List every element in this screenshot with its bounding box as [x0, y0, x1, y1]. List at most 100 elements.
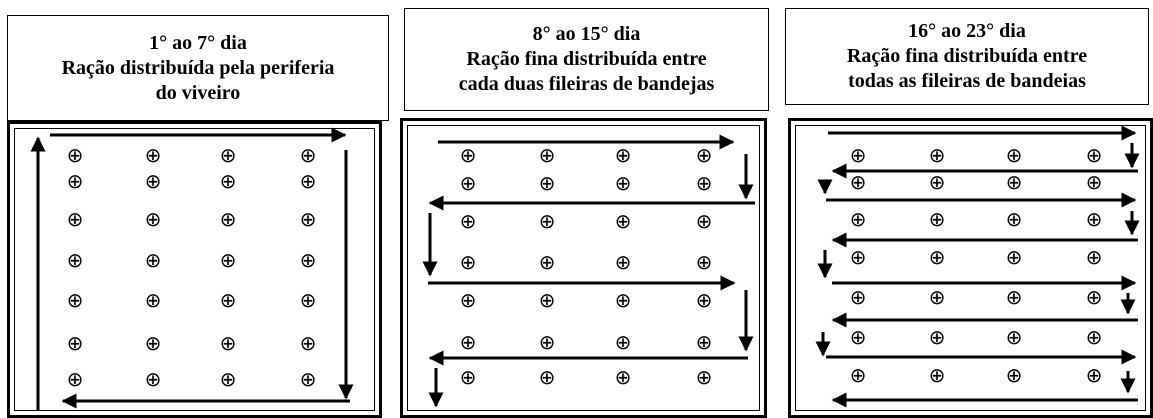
tray-icon: ⊕	[220, 143, 237, 167]
tray-icon: ⊕	[929, 207, 946, 231]
tray-icon: ⊕	[1006, 325, 1023, 349]
pond-1-frame	[7, 121, 382, 418]
tray-icon: ⊕	[1006, 285, 1023, 309]
tray-icon: ⊕	[145, 169, 162, 193]
tray-icon: ⊕	[1086, 143, 1103, 167]
tray-icon: ⊕	[460, 330, 477, 354]
tray-icon: ⊕	[1086, 285, 1103, 309]
tray-icon: ⊕	[696, 330, 713, 354]
tray-icon: ⊕	[929, 325, 946, 349]
tray-icon: ⊕	[460, 209, 477, 233]
tray-icon: ⊕	[1086, 363, 1103, 387]
tray-icon: ⊕	[1006, 143, 1023, 167]
tray-icon: ⊕	[1006, 245, 1023, 269]
tray-icon: ⊕	[460, 143, 477, 167]
panel-1-line-2: do viveiro	[155, 81, 241, 104]
panel-1-title-box: 1° ao 7° dia Ração distribuída pela peri…	[7, 15, 389, 121]
tray-icon: ⊕	[850, 207, 867, 231]
tray-icon: ⊕	[145, 207, 162, 231]
tray-icon: ⊕	[696, 365, 713, 389]
tray-icon: ⊕	[300, 207, 317, 231]
panel-1-line-1: Ração distribuída pela periferia	[61, 56, 335, 79]
tray-icon: ⊕	[929, 170, 946, 194]
panel-1-period: 1° ao 7° dia	[149, 31, 247, 54]
tray-icon: ⊕	[539, 288, 556, 312]
tray-icon: ⊕	[615, 330, 632, 354]
tray-icon: ⊕	[67, 331, 84, 355]
tray-icon: ⊕	[1086, 245, 1103, 269]
tray-icon: ⊕	[300, 169, 317, 193]
tray-icon: ⊕	[300, 143, 317, 167]
tray-icon: ⊕	[929, 143, 946, 167]
tray-icon: ⊕	[220, 169, 237, 193]
tray-icon: ⊕	[1006, 207, 1023, 231]
tray-icon: ⊕	[539, 330, 556, 354]
tray-icon: ⊕	[929, 285, 946, 309]
tray-icon: ⊕	[1006, 170, 1023, 194]
tray-icon: ⊕	[67, 288, 84, 312]
tray-icon: ⊕	[1086, 207, 1103, 231]
tray-icon: ⊕	[220, 331, 237, 355]
tray-icon: ⊕	[850, 285, 867, 309]
tray-icon: ⊕	[145, 288, 162, 312]
panel-3-title-box: 16° ao 23° dia Ração fina distribuída en…	[785, 8, 1149, 105]
tray-icon: ⊕	[67, 207, 84, 231]
tray-icon: ⊕	[67, 248, 84, 272]
pond-3-frame	[788, 118, 1153, 418]
tray-icon: ⊕	[539, 171, 556, 195]
tray-icon: ⊕	[145, 143, 162, 167]
tray-icon: ⊕	[696, 143, 713, 167]
tray-icon: ⊕	[220, 367, 237, 391]
tray-icon: ⊕	[300, 367, 317, 391]
tray-icon: ⊕	[220, 207, 237, 231]
tray-icon: ⊕	[929, 363, 946, 387]
tray-icon: ⊕	[850, 170, 867, 194]
pond-2-frame	[400, 118, 767, 418]
tray-icon: ⊕	[1086, 170, 1103, 194]
tray-icon: ⊕	[539, 209, 556, 233]
tray-icon: ⊕	[615, 143, 632, 167]
tray-icon: ⊕	[696, 209, 713, 233]
panel-2-line-2: cada duas fileiras de bandejas	[458, 73, 715, 95]
tray-icon: ⊕	[300, 248, 317, 272]
tray-icon: ⊕	[929, 245, 946, 269]
panel-2-title-box: 8° ao 15° dia Ração fina distribuída ent…	[404, 8, 769, 111]
tray-icon: ⊕	[615, 288, 632, 312]
tray-icon: ⊕	[696, 250, 713, 274]
panel-3-line-2: todas as fileiras de bandeias	[848, 70, 1086, 92]
panel-2-period: 8° ao 15° dia	[532, 23, 641, 45]
tray-icon: ⊕	[67, 169, 84, 193]
tray-icon: ⊕	[1006, 363, 1023, 387]
tray-icon: ⊕	[67, 367, 84, 391]
tray-icon: ⊕	[460, 365, 477, 389]
tray-icon: ⊕	[145, 248, 162, 272]
tray-icon: ⊕	[615, 365, 632, 389]
tray-icon: ⊕	[615, 209, 632, 233]
panel-2-line-1: Ração fina distribuída entre	[466, 48, 707, 70]
tray-icon: ⊕	[460, 250, 477, 274]
tray-icon: ⊕	[850, 143, 867, 167]
tray-icon: ⊕	[615, 171, 632, 195]
tray-icon: ⊕	[145, 331, 162, 355]
tray-icon: ⊕	[539, 250, 556, 274]
tray-icon: ⊕	[539, 143, 556, 167]
tray-icon: ⊕	[220, 248, 237, 272]
panel-3-line-1: Ração fina distribuída entre	[846, 45, 1088, 67]
tray-icon: ⊕	[696, 171, 713, 195]
tray-icon: ⊕	[220, 288, 237, 312]
tray-icon: ⊕	[539, 365, 556, 389]
tray-icon: ⊕	[615, 250, 632, 274]
tray-icon: ⊕	[850, 325, 867, 349]
tray-icon: ⊕	[1086, 325, 1103, 349]
tray-icon: ⊕	[300, 288, 317, 312]
tray-icon: ⊕	[696, 288, 713, 312]
tray-icon: ⊕	[460, 288, 477, 312]
tray-icon: ⊕	[850, 245, 867, 269]
tray-icon: ⊕	[67, 143, 84, 167]
tray-icon: ⊕	[300, 331, 317, 355]
tray-icon: ⊕	[460, 171, 477, 195]
tray-icon: ⊕	[145, 367, 162, 391]
panel-3-period: 16° ao 23° dia	[908, 20, 1026, 42]
tray-icon: ⊕	[850, 363, 867, 387]
